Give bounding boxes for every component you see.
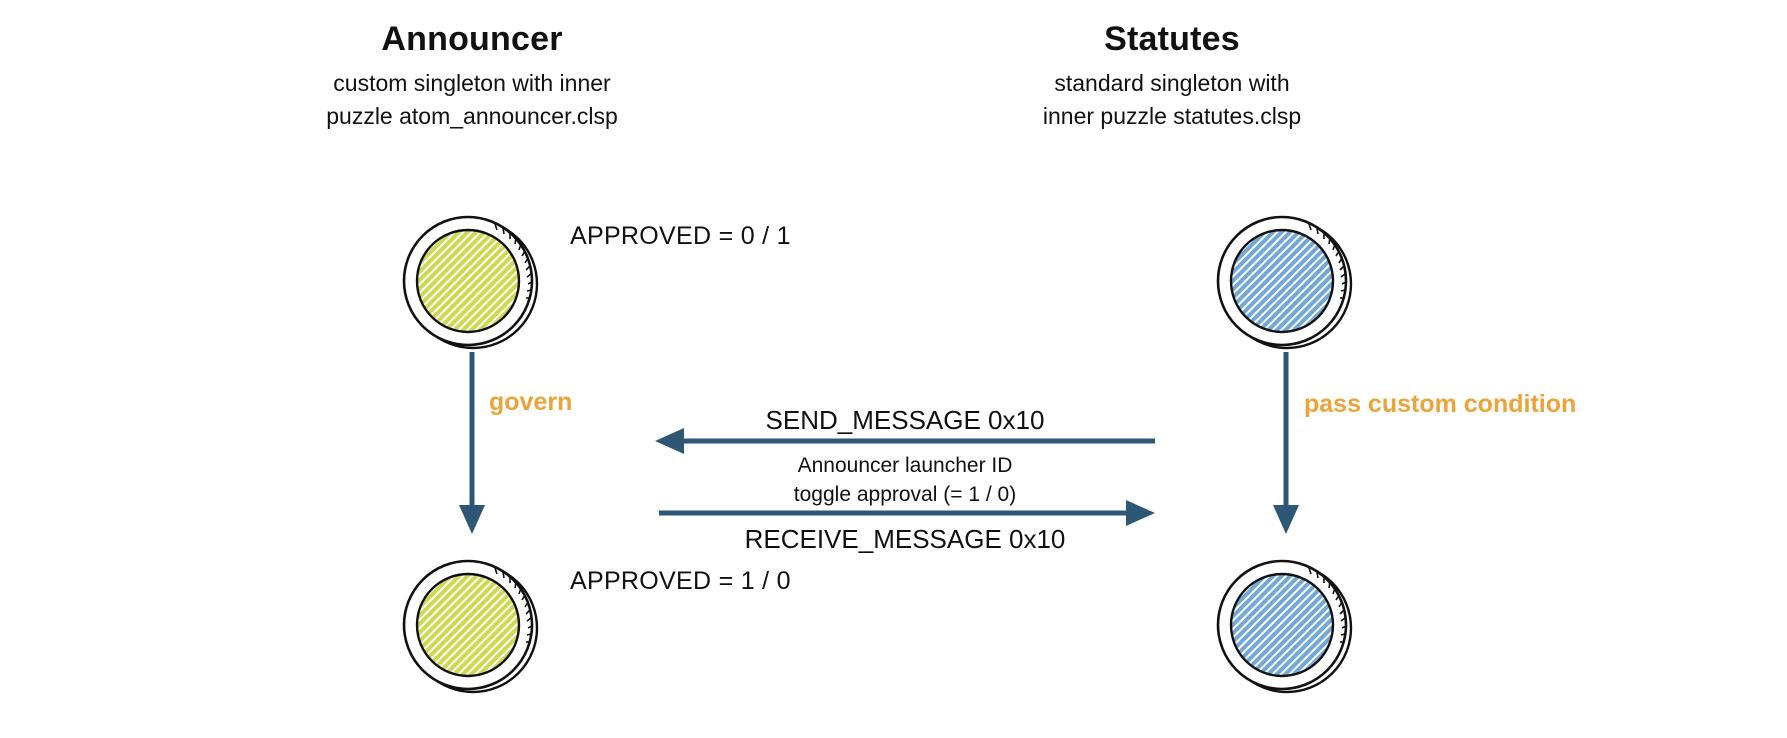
statutes-subtitle-line1: standard singleton with (1054, 70, 1290, 97)
statutes-coin-after (1214, 556, 1354, 696)
edge-label-govern: govern (489, 388, 573, 416)
announcer-coin-before (400, 212, 540, 352)
message-payload-line1: Announcer launcher ID (797, 454, 1013, 477)
column-header-announcer: Announcer custom singleton with inner pu… (212, 20, 732, 132)
statutes-subtitle: standard singleton with inner puzzle sta… (912, 67, 1432, 132)
announcer-title: Announcer (381, 20, 563, 58)
announcer-subtitle-line2: puzzle atom_announcer.clsp (326, 102, 618, 129)
announcer-subtitle: custom singleton with inner puzzle atom_… (212, 67, 732, 132)
statutes-title: Statutes (1104, 20, 1240, 58)
message-label-receive: RECEIVE_MESSAGE 0x10 (744, 524, 1066, 554)
announcer-subtitle-line1: custom singleton with inner (333, 70, 611, 97)
announcer-state-before-label: APPROVED = 0 / 1 (570, 222, 791, 250)
arrow-pass-custom-condition (1273, 352, 1299, 534)
statutes-subtitle-line2: inner puzzle statutes.clsp (1042, 102, 1302, 129)
announcer-coin-after (400, 556, 540, 696)
column-header-statutes: Statutes standard singleton with inner p… (912, 20, 1432, 132)
announcer-state-after-label: APPROVED = 1 / 0 (570, 567, 791, 595)
message-payload-line2: toggle approval (= 1 / 0) (793, 483, 1017, 506)
edge-label-pass-custom-condition: pass custom condition (1304, 390, 1577, 418)
arrow-govern (459, 352, 485, 534)
statutes-coin-before (1214, 212, 1354, 352)
message-label-send: SEND_MESSAGE 0x10 (765, 405, 1045, 435)
